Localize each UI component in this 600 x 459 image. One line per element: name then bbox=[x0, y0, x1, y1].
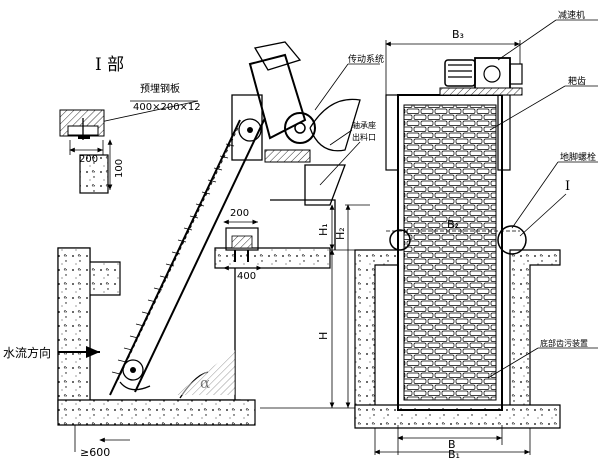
rake-teeth bbox=[111, 127, 239, 381]
detail-dim-width: 200 bbox=[79, 154, 98, 165]
dim-h1: H₁ bbox=[317, 223, 330, 236]
dim-600: ≥600 bbox=[80, 446, 110, 459]
frame-rail-lower bbox=[109, 119, 241, 396]
front-view: B₃ B₂ B B₁ 减速机 耙齿 地脚螺栓 I 底部齿污装置 bbox=[354, 9, 598, 459]
chain-cover bbox=[309, 98, 361, 152]
side-dim-400: 400 bbox=[237, 271, 256, 282]
motor bbox=[253, 41, 302, 71]
left-bolt-circle bbox=[389, 229, 411, 251]
anchor-bolt-label: 地脚螺栓 bbox=[560, 151, 596, 163]
rake-label: 耙齿 bbox=[568, 76, 586, 87]
detail-title: I 部 bbox=[95, 55, 124, 75]
dim-b1: B₁ bbox=[448, 448, 460, 459]
section-marker: I bbox=[565, 179, 570, 194]
front-left-wall bbox=[354, 249, 399, 426]
outlet-label: 出料口 bbox=[352, 132, 376, 142]
operating-platform bbox=[214, 247, 331, 269]
dim-h: H bbox=[317, 332, 330, 340]
bottom-device-label: 底部齿污装置 bbox=[540, 338, 588, 348]
dim-b3: B₃ bbox=[452, 28, 464, 41]
drive-wheel bbox=[284, 112, 316, 144]
channel-floor bbox=[57, 399, 256, 426]
dim-h2: H₂ bbox=[334, 227, 347, 240]
bearing-label: 轴承座 bbox=[352, 120, 376, 130]
right-bolt-circle bbox=[497, 225, 527, 255]
detail-dim-height: 100 bbox=[114, 159, 125, 178]
gearbox bbox=[474, 57, 511, 91]
drive-system-label: 传动系统 bbox=[348, 53, 384, 65]
plate-label: 预埋钢板 bbox=[140, 82, 180, 95]
screen-mesh bbox=[403, 104, 497, 401]
front-right-wall bbox=[509, 249, 561, 426]
bottom-sprocket bbox=[122, 359, 144, 381]
frame-rail-upper bbox=[134, 117, 266, 393]
front-floor bbox=[354, 404, 561, 429]
side-dim-200: 200 bbox=[230, 208, 249, 219]
drive-housing bbox=[248, 53, 307, 140]
motor-body bbox=[444, 59, 476, 87]
top-sprocket bbox=[238, 118, 262, 142]
side-view: α 传动系统 轴承座 出料口 水流方向 200 400 H₁ H₂ H ≥600 bbox=[3, 41, 384, 459]
flow-direction-label: 水流方向 bbox=[3, 345, 51, 360]
dim-b: B bbox=[448, 438, 456, 451]
dim-b2: B₂ bbox=[447, 218, 459, 231]
outlet-chute bbox=[304, 164, 346, 206]
detail-i: I 部 预埋钢板 400×200×12 200 100 bbox=[59, 55, 201, 194]
reducer-label: 减速机 bbox=[558, 9, 585, 21]
